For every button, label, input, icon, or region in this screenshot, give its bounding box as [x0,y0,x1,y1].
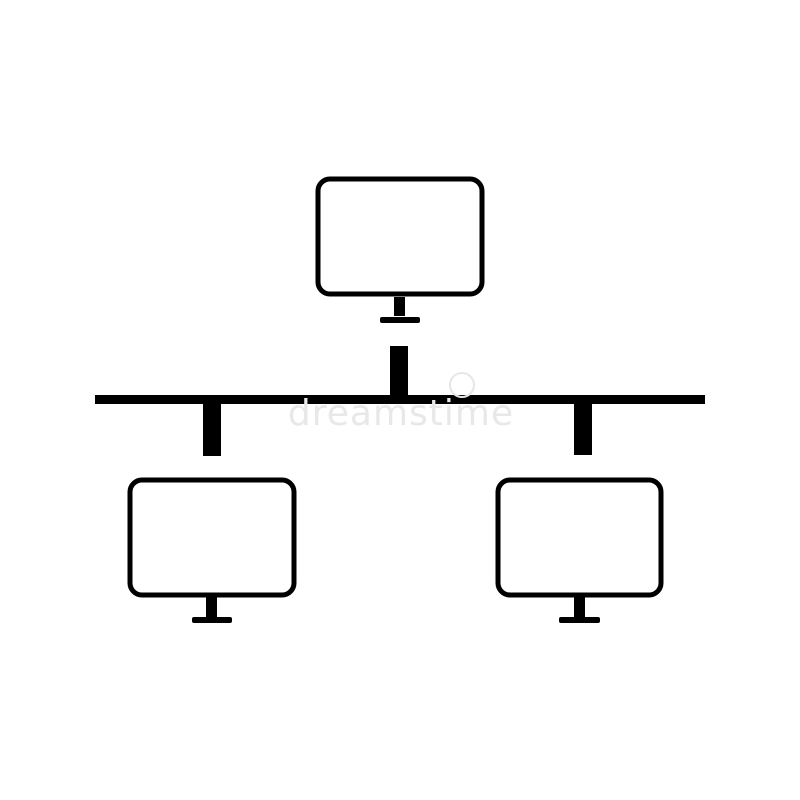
monitor-bottom-right-base [559,617,600,623]
monitor-bottom-left-base [192,617,232,623]
trunk-link [390,346,408,398]
monitor-top-screen [315,176,485,297]
branch-link-right [574,403,592,455]
monitor-top-base [380,317,420,323]
monitor-bottom-left-screen [127,477,297,598]
watermark-logo-icon [449,372,475,398]
monitor-top [315,176,485,323]
monitor-bottom-left-neck [206,597,217,617]
monitor-top-neck [394,297,405,316]
branch-link-left [203,403,221,456]
monitor-bottom-right [495,477,664,623]
monitor-bottom-right-screen [495,477,664,598]
network-bus [95,395,705,404]
monitor-bottom-left [127,477,297,623]
monitor-bottom-right-neck [574,597,585,617]
